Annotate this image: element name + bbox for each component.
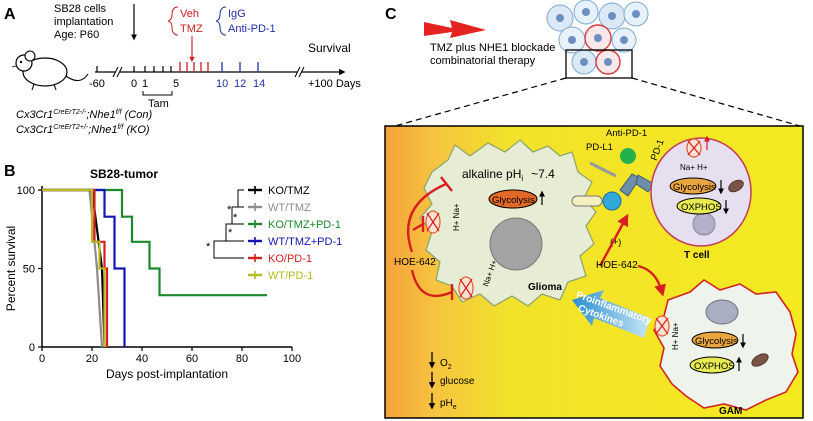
panel-label-a: A — [4, 6, 16, 23]
panel-label-b: B — [4, 163, 16, 180]
hoe642-right-label: HOE-642 — [596, 260, 638, 271]
plus-label: (+) — [610, 237, 621, 247]
legend-label-1: WT/TMZ — [268, 202, 311, 214]
tick-14: 14 — [253, 78, 265, 90]
panel-c-schematic: TMZ plus NHE1 blockade combinatorial the… — [384, 0, 804, 419]
panel-label-c: C — [385, 6, 397, 23]
chart-title: SB28-tumor — [90, 167, 158, 181]
x-tick-label: 80 — [236, 353, 248, 365]
implantation-line-1: SB28 cells — [54, 3, 106, 15]
genotype-con: Cx3Cr1CreErT2-/-;Nhe1f/f (Con) — [16, 109, 152, 121]
panel-a-timeline: SB28 cells implantation Age: P60 — [11, 3, 361, 136]
cytokines-arrow — [572, 290, 650, 338]
legend-label-0: KO/TMZ — [268, 185, 310, 197]
alkaline-ph-label: alkaline pHi~7.4 — [462, 167, 555, 183]
pd-l1-receptor — [571, 195, 603, 207]
tcell-mitochondrion — [728, 179, 744, 193]
glioma-glycolysis-label: Glycolysis — [492, 195, 535, 206]
legend-label-2: KO/TMZ+PD-1 — [268, 219, 341, 231]
significance-star-3: * — [206, 241, 211, 253]
implantation-line-2: implantation — [54, 16, 113, 28]
tam-label: Tam — [148, 98, 169, 110]
nhe1-blocked-gam: H+ Na+ — [654, 315, 680, 350]
tick-10: 10 — [216, 78, 228, 90]
tcell-label: T cell — [684, 250, 710, 261]
x-tick-label: 20 — [86, 353, 98, 365]
gam-oxphos-label: OXPHOS — [694, 361, 735, 372]
tick-minus-60: -60 — [89, 78, 105, 90]
series-line-4 — [42, 188, 109, 347]
t-cell-nucleus — [692, 212, 716, 236]
banner-line-1: TMZ plus NHE1 blockade — [430, 42, 555, 54]
tmz-label: TMZ — [180, 23, 203, 35]
y-tick-label: 100 — [17, 185, 35, 197]
tcell-glycolysis-label: Glycolysis — [673, 182, 716, 193]
sig-bracket-4 — [213, 240, 244, 259]
legend-label-3: WT/TMZ+PD-1 — [268, 236, 342, 248]
tick-0: 0 — [131, 78, 137, 90]
x-tick-label: 100 — [283, 353, 301, 365]
tick-5: 5 — [173, 78, 179, 90]
glioma-glycolysis-pill — [488, 189, 538, 209]
gam-mitochondrion — [751, 353, 769, 367]
legend-label-4: KO/PD-1 — [268, 253, 312, 265]
gam-nucleus — [705, 299, 739, 325]
genotype-ko: Cx3Cr1CreErT2+/-;Nhe1f/f (KO) — [16, 124, 150, 136]
anti-pd1-c-label: Anti-PD-1 — [606, 128, 647, 139]
survival-label: Survival — [308, 41, 351, 55]
mouse-icon — [11, 50, 89, 91]
gam-glycolysis-label: Glycolysis — [695, 336, 738, 347]
series-line-3 — [42, 188, 126, 347]
nhe1-blocked-left: H+ Na+ — [425, 203, 461, 234]
pd-l1-label: PD-L1 — [586, 142, 613, 153]
anti-pd1-label: Anti-PD-1 — [228, 23, 276, 35]
nhe1-blocked-tcell: Na+ H+ — [680, 135, 710, 172]
cell-cluster — [546, 0, 649, 79]
tcell-ions-label: Na+ H+ — [680, 163, 708, 172]
significance-star-0: * — [227, 204, 232, 216]
legend-label-5: WT/PD-1 — [268, 270, 313, 282]
glioma-nucleus — [489, 217, 543, 271]
tcell-glycolysis-pill — [669, 177, 717, 195]
veh-label: Veh — [180, 8, 199, 20]
igg-label: IgG — [228, 8, 246, 20]
sig-bracket-1 — [237, 189, 244, 208]
tick-1: 1 — [142, 78, 148, 90]
x-axis-title: Days post-implantation — [106, 367, 228, 381]
y-tick-label: 0 — [29, 342, 35, 354]
o2-label: O2 — [440, 358, 452, 371]
significance-star-1: * — [233, 212, 238, 224]
x-tick-label: 40 — [136, 353, 148, 365]
y-tick-label: 50 — [23, 264, 35, 276]
ions-h-na-label: H+ Na+ — [452, 203, 461, 231]
hoe642-left-label: HOE-642 — [394, 257, 436, 268]
anti-pd1-antibody — [620, 148, 636, 164]
x-tick-label: 0 — [39, 353, 45, 365]
series-line-5 — [42, 188, 106, 347]
implantation-line-3: Age: P60 — [54, 29, 99, 41]
gam-glycolysis-pill — [691, 331, 739, 349]
y-axis-title: Percent survival — [4, 226, 18, 311]
series-line-2 — [42, 188, 267, 297]
tcell-oxphos-label: OXPHOS — [681, 202, 722, 213]
tick-12: 12 — [234, 78, 246, 90]
phe-label: pHe — [440, 398, 457, 411]
gam-ions-label: H+ Na+ — [671, 322, 680, 350]
tcell-oxphos-pill — [676, 197, 722, 215]
gam-oxphos-pill — [689, 356, 735, 374]
significance-star-2: * — [228, 227, 233, 239]
glucose-label: glucose — [440, 376, 475, 387]
banner-line-2: combinatorial therapy — [430, 55, 536, 67]
x-tick-label: 60 — [186, 353, 198, 365]
glioma-label: Glioma — [528, 282, 562, 293]
tick-100-days: +100 Days — [308, 78, 361, 90]
lightning-icon — [424, 20, 486, 38]
gam-label: GAM — [719, 406, 742, 417]
